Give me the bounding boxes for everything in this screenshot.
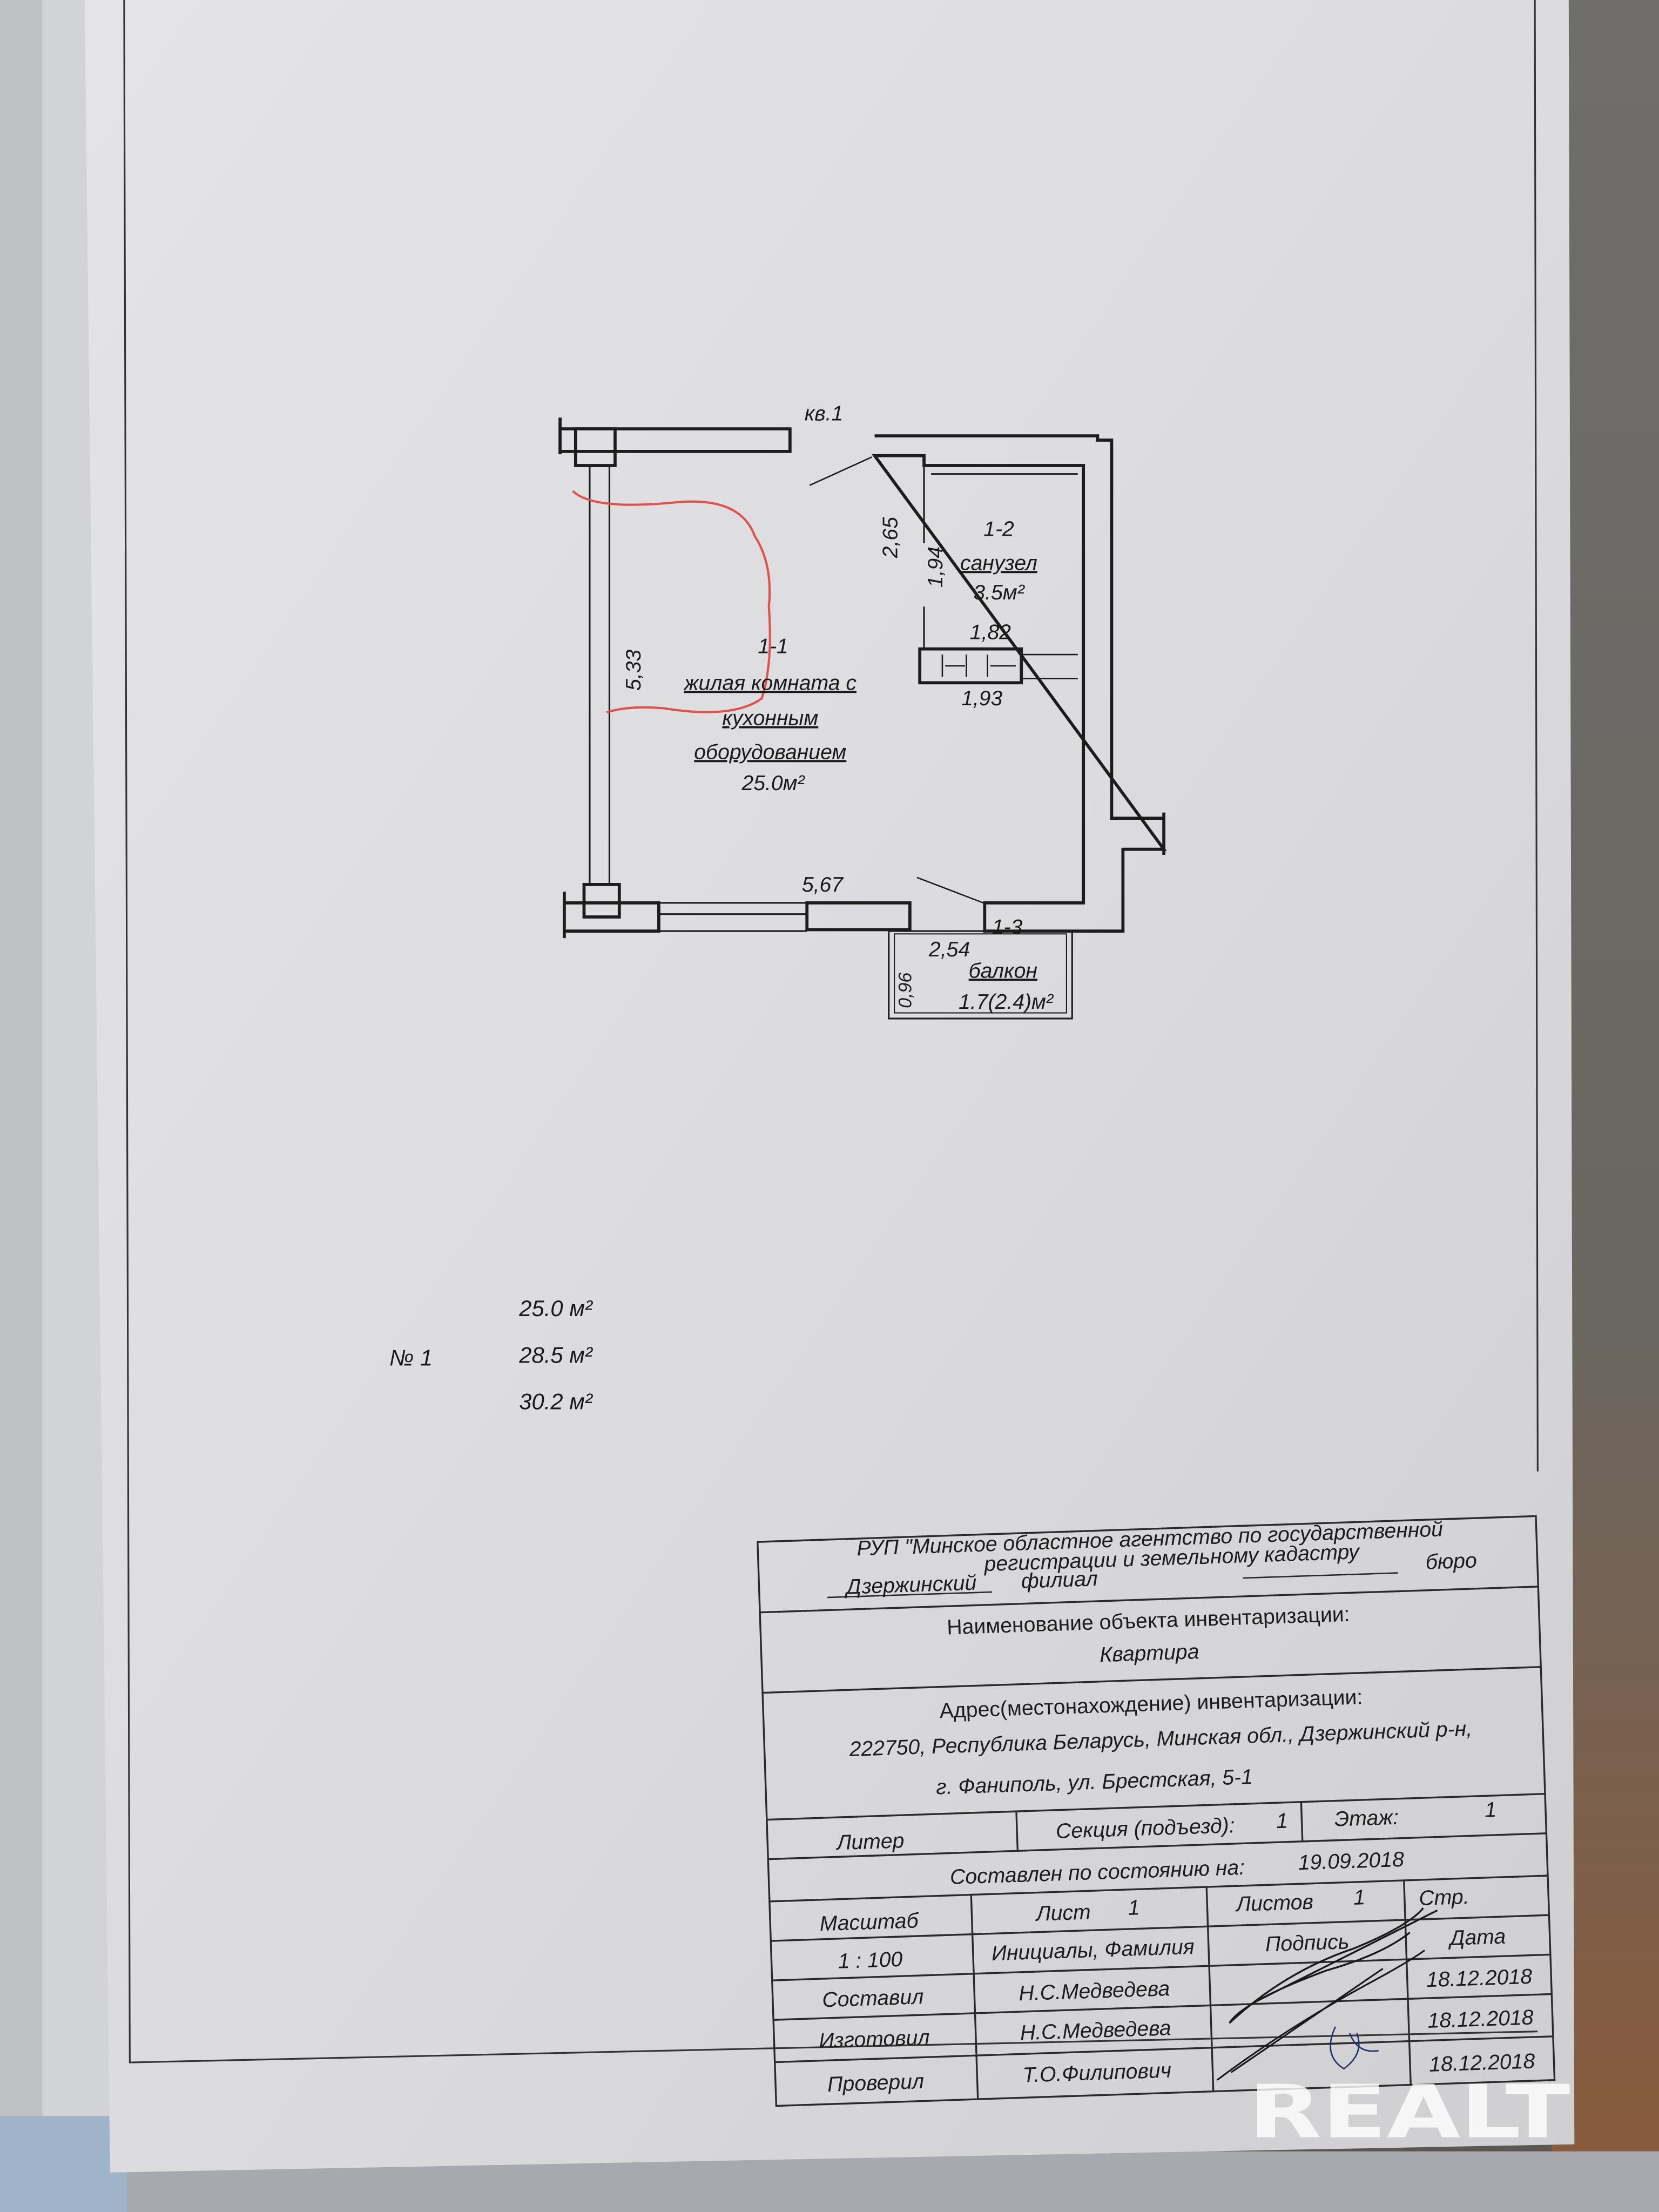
signature-compiled: [1229, 1907, 1438, 2024]
area-summary: 25.0 м² № 1 28.5 м² 30.2 м²: [389, 1296, 594, 1414]
row-divider: [774, 2035, 1553, 2063]
wall-bottom-block: [805, 901, 912, 932]
floor-label: Этаж:: [1334, 1806, 1399, 1831]
scale-value: 1 : 100: [838, 1948, 903, 1973]
date-header: Дата: [1447, 1925, 1506, 1951]
row-divider: [772, 1953, 1550, 1981]
kitchen-unit: [918, 647, 1023, 685]
door-balcony: [916, 876, 984, 904]
red-marker-line: [572, 490, 771, 714]
dim-room-width: 5,67: [802, 873, 844, 896]
liter-label: Литер: [835, 1829, 905, 1854]
col-divider: [1015, 1811, 1019, 1851]
room-1-2-id: 1-2: [983, 518, 1014, 541]
row-divider: [773, 1993, 1552, 2021]
object-value: Квартира: [1100, 1640, 1200, 1667]
name-compiled: Н.С.Медведева: [1019, 1977, 1170, 2005]
bathroom-wall: [923, 466, 1078, 649]
sheets-label: Листов: [1235, 1891, 1314, 1917]
floor-value: 1: [1484, 1798, 1496, 1822]
dim-room-height: 5,33: [622, 649, 645, 690]
room-1-1-name-3: оборудованием: [694, 740, 846, 764]
room-1-1-area: 25.0м²: [741, 772, 805, 795]
room-1-3-name: балкон: [969, 959, 1037, 982]
floor-plan: [558, 417, 1167, 1020]
kitchen-unit-detail: [941, 653, 1078, 679]
door-entry: [809, 456, 872, 486]
dim-bath-width: 1,82: [970, 621, 1011, 644]
balcony-inner: [894, 933, 1067, 1014]
row-divider: [769, 1874, 1548, 1903]
wall-bottom-left: [563, 891, 660, 939]
underline: [1243, 1572, 1398, 1579]
room-1-2-area: 3.5м²: [973, 581, 1025, 604]
col-divider: [970, 1894, 979, 2100]
row-divider: [768, 1832, 1547, 1860]
name-made: Н.С.Медведева: [1020, 2017, 1171, 2045]
page-frame: [123, 0, 1538, 2063]
role-compiled: Составил: [822, 1985, 924, 2012]
summary-total-area: 28.5 м²: [518, 1342, 594, 1367]
apartment-label: кв.1: [805, 402, 844, 425]
plan-labels: кв.1 1-2 санузел 3.5м² 1,82 1,93 2,65 1,…: [622, 402, 1054, 1013]
role-checked: Проверил: [827, 2070, 924, 2096]
wall-left-window: [589, 466, 611, 886]
col-divider: [1403, 1880, 1412, 2085]
branch-label: филиал: [1021, 1567, 1098, 1593]
date-made: 18.12.2018: [1427, 2006, 1534, 2032]
dim-balcony-depth: 0,96: [895, 973, 916, 1008]
compiled-date: 19.09.2018: [1298, 1848, 1405, 1874]
dim-bath-outer: 2,65: [879, 517, 902, 558]
page-frame-right: [1534, 0, 1539, 1472]
room-1-2-name: санузел: [960, 551, 1037, 575]
room-1-3-id: 1-3: [992, 915, 1023, 939]
date-compiled: 18.12.2018: [1426, 1965, 1533, 1992]
title-block-border: [757, 1515, 1556, 2107]
col-divider: [1300, 1802, 1304, 1842]
underline: [827, 1591, 993, 1599]
room-1-1-name-1: жилая комната с: [683, 671, 857, 694]
dim-kitchen-unit: 1,93: [961, 687, 1002, 710]
summary-apartment-no: № 1: [389, 1345, 433, 1371]
page-label: Стр.: [1419, 1885, 1470, 1910]
paper-sheet: [84, 0, 1575, 2173]
room-1-3-area: 1.7(2.4)м²: [959, 990, 1054, 1014]
scale-label: Масштаб: [819, 1909, 920, 1936]
window-bottom: [658, 902, 807, 932]
blue-cover-edge: [0, 2116, 127, 2212]
bureau-label: бюро: [1425, 1549, 1477, 1574]
column-top-left: [574, 427, 617, 467]
balcony-outline: [888, 930, 1073, 1020]
row-divider: [766, 1793, 1546, 1821]
dim-bath-inner: 1,94: [924, 547, 947, 588]
signature-checked: [1330, 2026, 1379, 2070]
row-divider: [760, 1586, 1539, 1614]
col-divider: [1205, 1887, 1215, 2092]
room-1-1-name-2: кухонным: [722, 707, 818, 730]
column-bottom-left: [582, 883, 621, 919]
dim-balcony-width: 2,54: [928, 938, 970, 961]
name-checked: Т.О.Филипович: [1022, 2059, 1172, 2087]
date-checked: 18.12.2018: [1429, 2049, 1536, 2076]
realt-watermark-logo: REALT: [1249, 2070, 1570, 2155]
sheet-value: 1: [1128, 1896, 1140, 1920]
sheet-label: Лист: [1034, 1900, 1091, 1925]
room-1-1-id: 1-1: [758, 635, 788, 658]
wall-right: [871, 434, 1167, 933]
section-value: 1: [1276, 1810, 1288, 1833]
role-made: Изготовил: [819, 2026, 930, 2053]
signature-header: Подпись: [1265, 1930, 1350, 1956]
summary-living-area: 25.0 м²: [518, 1296, 594, 1321]
summary-total-with-balcony: 30.2 м²: [519, 1389, 594, 1414]
branch-name: Дзержинский: [844, 1572, 977, 1599]
sheets-value: 1: [1353, 1886, 1366, 1910]
signature-made: [1216, 1950, 1425, 2081]
row-divider: [762, 1666, 1541, 1694]
wall-top-left: [558, 417, 792, 455]
